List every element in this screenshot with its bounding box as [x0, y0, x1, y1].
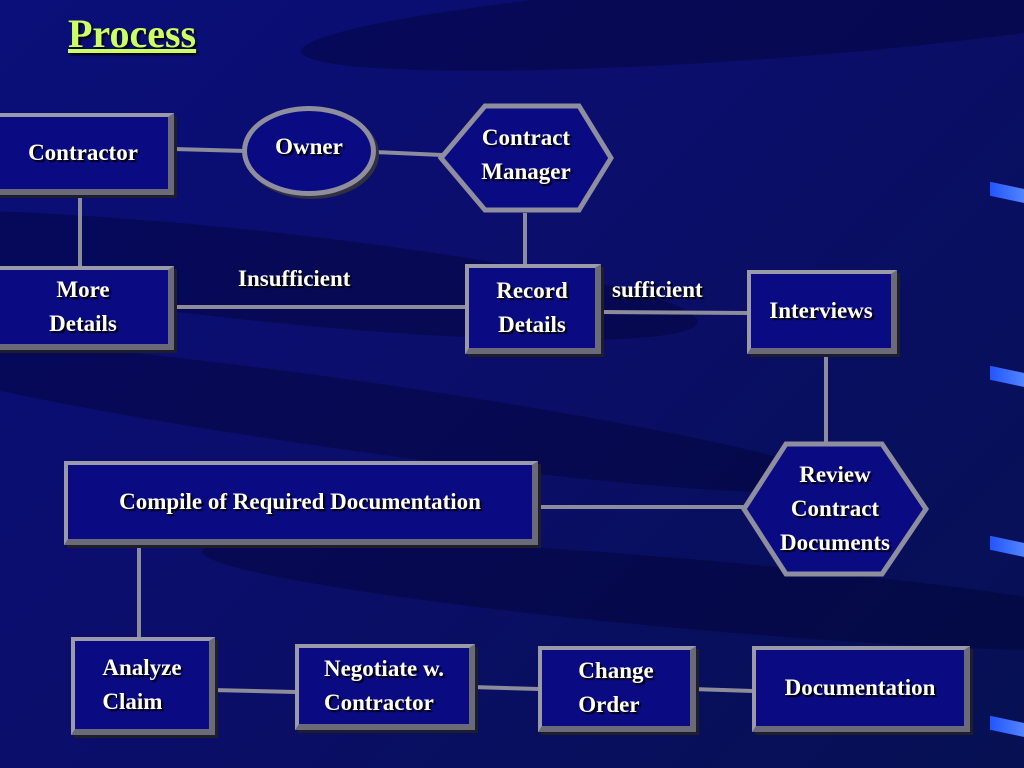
node-change-order: Change Order	[538, 646, 696, 732]
connector-negotiate-change	[471, 685, 540, 691]
node-label: Interviews	[769, 298, 873, 323]
node-label: Change Order	[578, 658, 654, 717]
node-label: Review Contract Documents	[780, 462, 890, 555]
node-label: Negotiate w. Contractor	[323, 656, 445, 715]
hexagon-shape	[437, 103, 614, 213]
node-interviews: Interviews	[747, 270, 897, 354]
node-review-contract-documents: Review Contract Documents	[740, 440, 930, 578]
node-label: Record Details	[496, 278, 568, 337]
node-label: Analyze Claim	[102, 655, 182, 714]
hexagon-shape	[741, 441, 930, 577]
connector-change-documentation	[691, 687, 754, 693]
node-compile-documentation: Compile of Required Documentation	[64, 461, 538, 545]
node-owner: Owner	[242, 106, 376, 196]
node-negotiate-contractor: Negotiate w. Contractor	[295, 644, 475, 730]
node-label: Contract Manager	[481, 125, 571, 184]
connector-sufficient	[599, 310, 749, 315]
node-label: Documentation	[784, 675, 936, 700]
node-label: Owner	[275, 134, 343, 159]
node-more-details: More Details	[0, 266, 174, 350]
node-documentation: Documentation	[752, 646, 970, 732]
node-label: More Details	[49, 277, 117, 336]
node-contract-manager: Contract Manager	[437, 102, 615, 214]
node-label: Compile of Required Documentation	[119, 489, 481, 514]
node-record-details: Record Details	[465, 264, 601, 354]
edge-label-insufficient: Insufficient	[238, 266, 351, 291]
connector-analyze-negotiate	[211, 688, 297, 694]
node-contractor: Contractor	[0, 113, 174, 195]
node-label: Contractor	[28, 140, 138, 165]
page-title: Process	[68, 11, 197, 56]
edge-label-sufficient: sufficient	[612, 277, 703, 302]
connector-contractor-owner	[173, 147, 247, 153]
connector-owner-manager	[373, 150, 443, 157]
node-analyze-claim: Analyze Claim	[71, 637, 215, 735]
